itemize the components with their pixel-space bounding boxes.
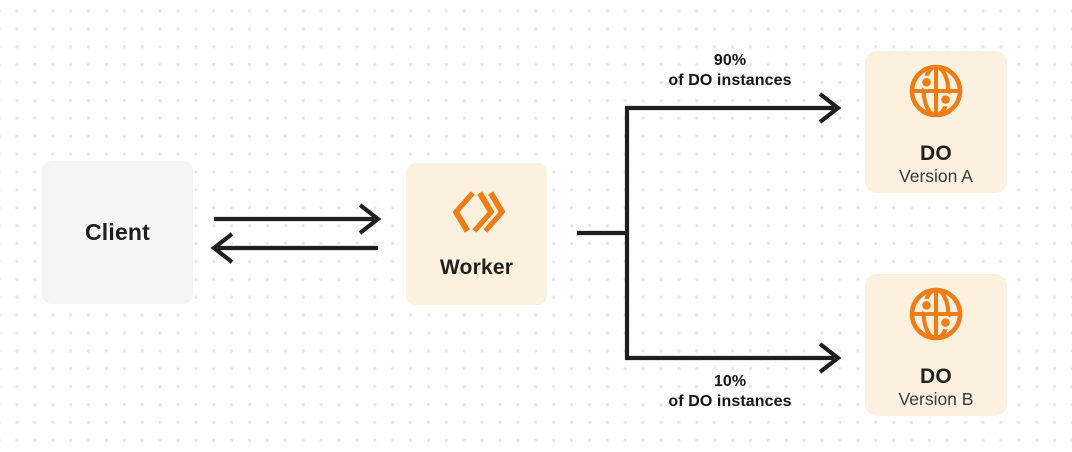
- edge-label-90-percent: 90% of DO instances: [610, 51, 850, 91]
- do-a-title: DO: [919, 142, 953, 165]
- edge-caption: of DO instances: [668, 72, 792, 89]
- globe-icon: [909, 64, 963, 118]
- node-do-version-a: DO Version A: [865, 51, 1007, 193]
- edge-percent: 10%: [713, 373, 747, 390]
- client-label: Client: [84, 219, 151, 245]
- worker-label: Worker: [439, 256, 514, 279]
- do-b-subtitle: Version B: [898, 389, 974, 409]
- arrowhead-right-icon: [358, 203, 382, 235]
- do-a-subtitle: Version A: [899, 166, 973, 186]
- workers-logo-icon: [452, 191, 505, 233]
- arrowhead-right-icon: [818, 92, 842, 124]
- node-client: Client: [42, 161, 193, 304]
- globe-icon: [909, 287, 963, 341]
- do-b-title: DO: [919, 365, 953, 388]
- branch-split: [624, 105, 834, 361]
- edge-label-10-percent: 10% of DO instances: [610, 372, 850, 412]
- edge-caption: of DO instances: [668, 393, 792, 410]
- edge-percent: 90%: [713, 52, 747, 69]
- node-do-version-b: DO Version B: [865, 274, 1007, 416]
- arrowhead-left-icon: [210, 232, 234, 264]
- node-worker: Worker: [406, 163, 547, 305]
- arrowhead-right-icon: [818, 342, 842, 374]
